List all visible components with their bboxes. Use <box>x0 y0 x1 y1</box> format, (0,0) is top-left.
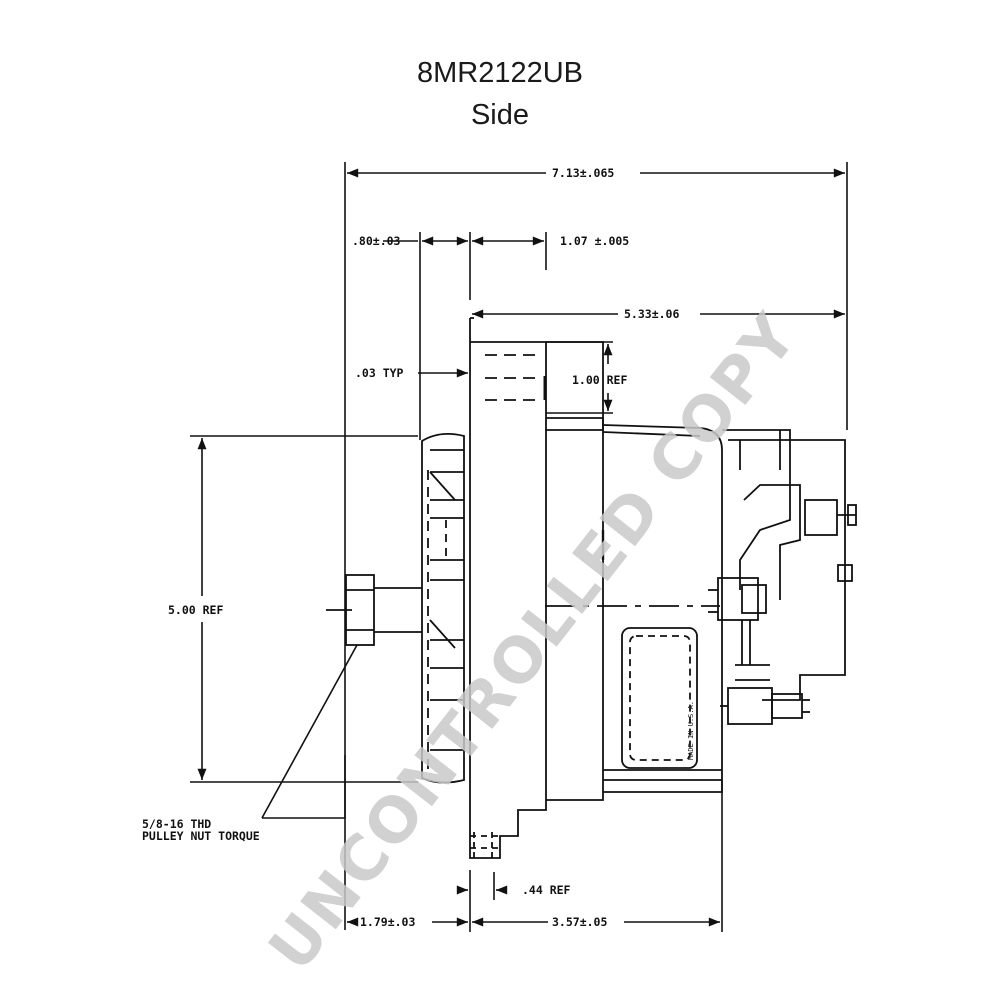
nut-to-mount-label: 1.79±.03 <box>360 915 415 929</box>
dimension-lines <box>197 168 846 927</box>
pulley-diameter-label: 5.00 REF <box>168 603 223 617</box>
pulley-width-label: .80±.03 <box>352 234 401 248</box>
foot-offset-label: .44 REF <box>522 883 571 897</box>
dimension-labels: 7.13±.065 .80±.03 1.07 ±.005 5.33±.06 .0… <box>142 166 679 929</box>
part-number-title: 8MR2122UB <box>416 57 584 89</box>
front-housing-label: 1.07 ±.005 <box>560 234 629 248</box>
mount-to-rear-label: 5.33±.06 <box>624 307 679 321</box>
ear-height-label: 1.00 REF <box>572 373 627 387</box>
mount-to-rear-bottom-label: 3.57±.05 <box>552 915 607 929</box>
lip-typ-label: .03 TYP <box>355 366 404 380</box>
nut-spec-line1: 5/8-16 THD <box>142 817 211 831</box>
made-in-usa-stamp: MADE IN U.S.A. <box>687 701 695 760</box>
nut-spec-line2: PULLEY NUT TORQUE <box>142 829 260 843</box>
alternator-outline <box>326 317 857 859</box>
overall-length-label: 7.13±.065 <box>552 166 614 180</box>
view-subtitle: Side <box>470 99 530 131</box>
uncontrolled-copy-watermark: UNCONTROLLED COPY <box>254 299 811 984</box>
